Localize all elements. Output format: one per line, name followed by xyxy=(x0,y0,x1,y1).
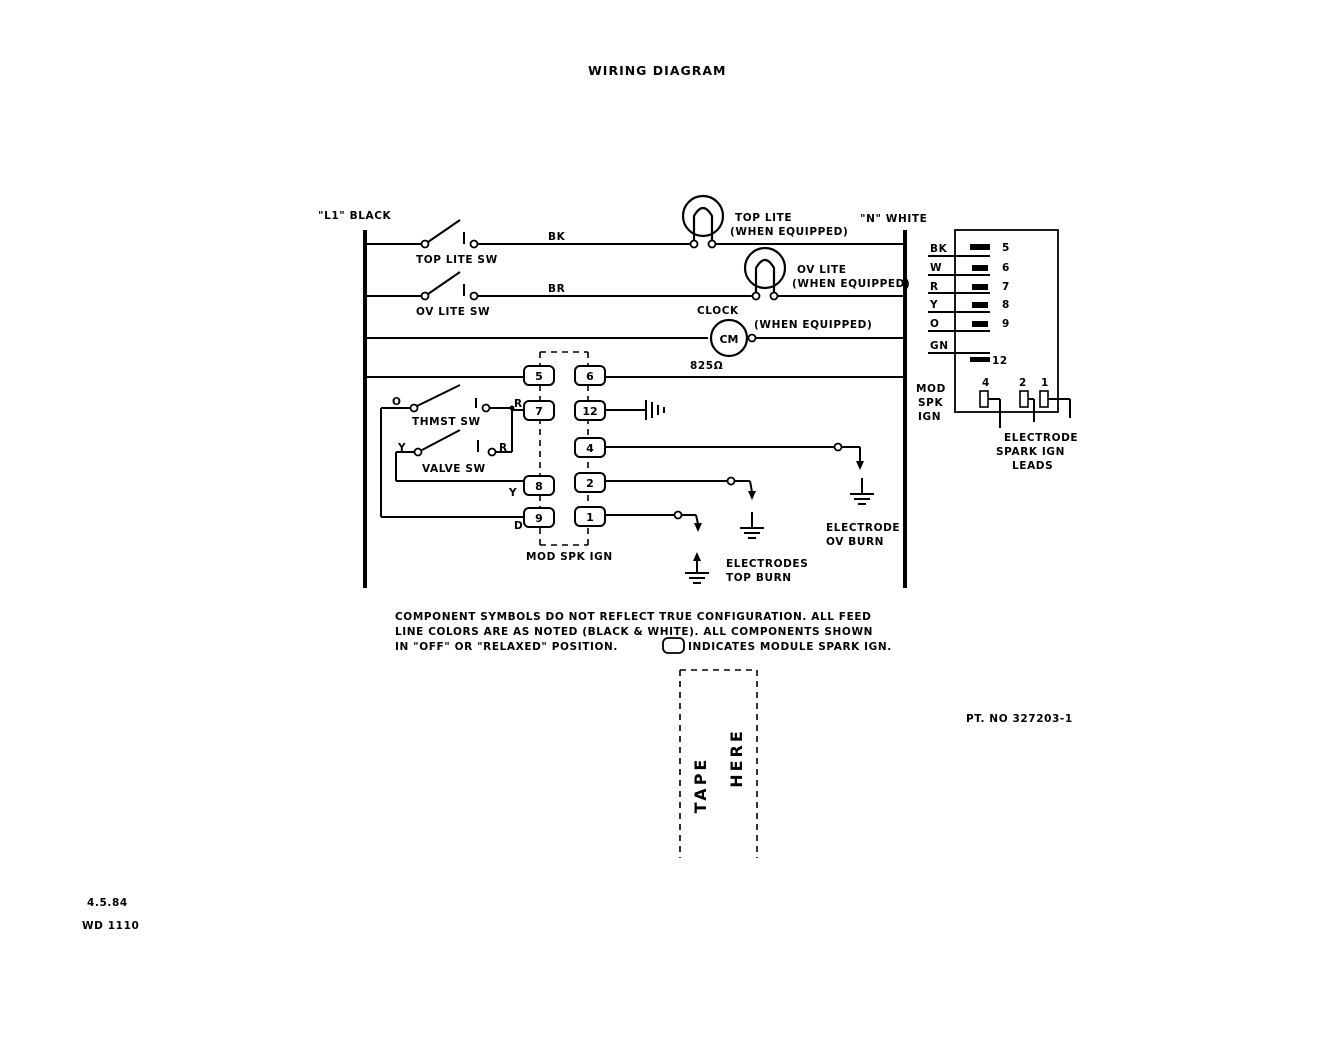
leads-label-1: ELECTRODE xyxy=(1004,432,1078,444)
connector-wire-y: Y xyxy=(929,299,938,311)
valve-sw-label: VALVE SW xyxy=(422,463,486,475)
module-terminal-9: 9 xyxy=(535,512,543,525)
valve-switch-blade xyxy=(421,429,461,451)
clock-label: CLOCK xyxy=(697,305,739,317)
wire-color-r: R xyxy=(514,398,523,410)
ov-lite-label: OV LITE xyxy=(797,264,847,276)
n-label: "N" WHITE xyxy=(860,213,927,225)
wire-color-o: O xyxy=(392,396,402,408)
connector-pin-12: 12 xyxy=(992,355,1008,367)
module-terminal-4: 4 xyxy=(586,442,594,455)
top-lite-sw-label: TOP LITE SW xyxy=(416,254,498,266)
wire-color-br: BR xyxy=(548,283,565,295)
rung-ov-lite: OV LITE SW BR OV LITE (WHEN EQUIPPED) xyxy=(365,246,910,318)
wire-color-r-valve: R xyxy=(499,442,508,454)
module-terminal-7: 7 xyxy=(535,405,543,418)
connector-wire-w: W xyxy=(930,262,942,274)
lead-number-4: 4 xyxy=(982,377,990,389)
switch-circuit: O THMST SW R Y R VALVE SW Y D xyxy=(380,384,524,532)
module-symbol-key xyxy=(662,637,685,654)
ov-lite-switch-blade xyxy=(427,271,461,295)
connector-wire-gn: GN xyxy=(930,340,949,352)
top-lite-switch-blade xyxy=(427,219,461,243)
connector-pin-9: 9 xyxy=(1002,318,1010,330)
module-terminal-5: 5 xyxy=(535,370,543,383)
connector-pin-6: 6 xyxy=(1002,262,1010,274)
lead-number-1: 1 xyxy=(1041,377,1049,389)
clock-motor-symbol xyxy=(709,318,749,358)
note-line-3: IN "OFF" OR "RELAXED" POSITION. xyxy=(395,641,618,653)
module-ground xyxy=(605,400,665,420)
connector-wire-bk: BK xyxy=(930,243,948,255)
rung-clock: CM CLOCK (WHEN EQUIPPED) xyxy=(365,305,905,358)
electrodes-top-label: ELECTRODES xyxy=(726,558,808,570)
electrode-ov-label: ELECTRODE xyxy=(826,522,900,534)
thermostat-sw-label: THMST SW xyxy=(412,416,481,428)
module-terminal-12: 12 xyxy=(582,405,597,418)
side-label-spk: SPK xyxy=(918,397,943,409)
resistor-label: 825Ω xyxy=(690,360,723,372)
here-text: HERE xyxy=(727,728,746,788)
leads-label-2: SPARK IGN xyxy=(996,446,1065,458)
tape-area: TAPE HERE xyxy=(679,669,758,858)
ov-lite-lamp xyxy=(743,246,787,293)
wire-color-bk: BK xyxy=(548,231,566,243)
clock-motor-symbol-label: CM xyxy=(719,333,738,346)
electrode-ov-sub: OV BURN xyxy=(826,536,884,548)
electrode-top-burn-a xyxy=(605,476,764,539)
connector-wire-o: O xyxy=(930,318,940,330)
leads-label-3: LEADS xyxy=(1012,460,1053,472)
top-lite-label: TOP LITE xyxy=(735,212,792,224)
wire-color-y: Y xyxy=(397,442,406,454)
module-terminal-8: 8 xyxy=(535,480,543,493)
spark-module: 5 7 8 9 6 12 4 2 1 MOD SPK IGN xyxy=(523,351,613,563)
connector-pin-8: 8 xyxy=(1002,299,1010,311)
note-line-2: LINE COLORS ARE AS NOTED (BLACK & WHITE)… xyxy=(395,626,873,638)
connector-block: BK W R Y O GN 5 6 7 8 9 12 4 2 1 ELECTRO… xyxy=(928,229,1078,472)
module-terminal-2: 2 xyxy=(586,477,594,490)
rung-top-lite: TOP LITE SW BK TOP LITE (WHEN EQUIPPED) xyxy=(365,194,905,266)
side-label-ign: IGN xyxy=(918,411,941,423)
connector-pin-5: 5 xyxy=(1002,242,1010,254)
electrodes-top-sub: TOP BURN xyxy=(726,572,792,584)
note-line-4: INDICATES MODULE SPARK IGN. xyxy=(688,641,892,653)
diagram-title: WIRING DIAGRAM xyxy=(588,63,727,78)
clock-equipped: (WHEN EQUIPPED) xyxy=(754,319,872,331)
wire-color-d: D xyxy=(514,520,523,532)
module-label: MOD SPK IGN xyxy=(526,551,613,563)
part-number: PT. NO 327203-1 xyxy=(966,713,1073,725)
ov-lite-sw-label: OV LITE SW xyxy=(416,306,490,318)
top-lite-lamp xyxy=(681,194,725,241)
connector-wire-r: R xyxy=(930,281,939,293)
side-label-mod: MOD xyxy=(916,383,946,395)
footer-date: 4.5.84 xyxy=(87,897,128,909)
l1-label: "L1" BLACK xyxy=(318,210,392,222)
ov-lite-equipped: (WHEN EQUIPPED) xyxy=(792,278,910,290)
wire-color-y-module: Y xyxy=(508,487,517,499)
module-terminal-6: 6 xyxy=(586,370,594,383)
electrode-top-burn-b: ELECTRODES TOP BURN xyxy=(605,510,808,584)
electrode-ov-burn: ELECTRODE OV BURN xyxy=(605,442,900,548)
footer-code: WD 1110 xyxy=(82,920,139,932)
top-lite-equipped: (WHEN EQUIPPED) xyxy=(730,226,848,238)
thermostat-switch-blade xyxy=(416,384,461,407)
connector-pin-7: 7 xyxy=(1002,281,1010,293)
module-terminal-1: 1 xyxy=(586,511,594,524)
tape-text: TAPE xyxy=(691,757,710,814)
note-line-1: COMPONENT SYMBOLS DO NOT REFLECT TRUE CO… xyxy=(395,611,871,623)
lead-number-2: 2 xyxy=(1019,377,1027,389)
